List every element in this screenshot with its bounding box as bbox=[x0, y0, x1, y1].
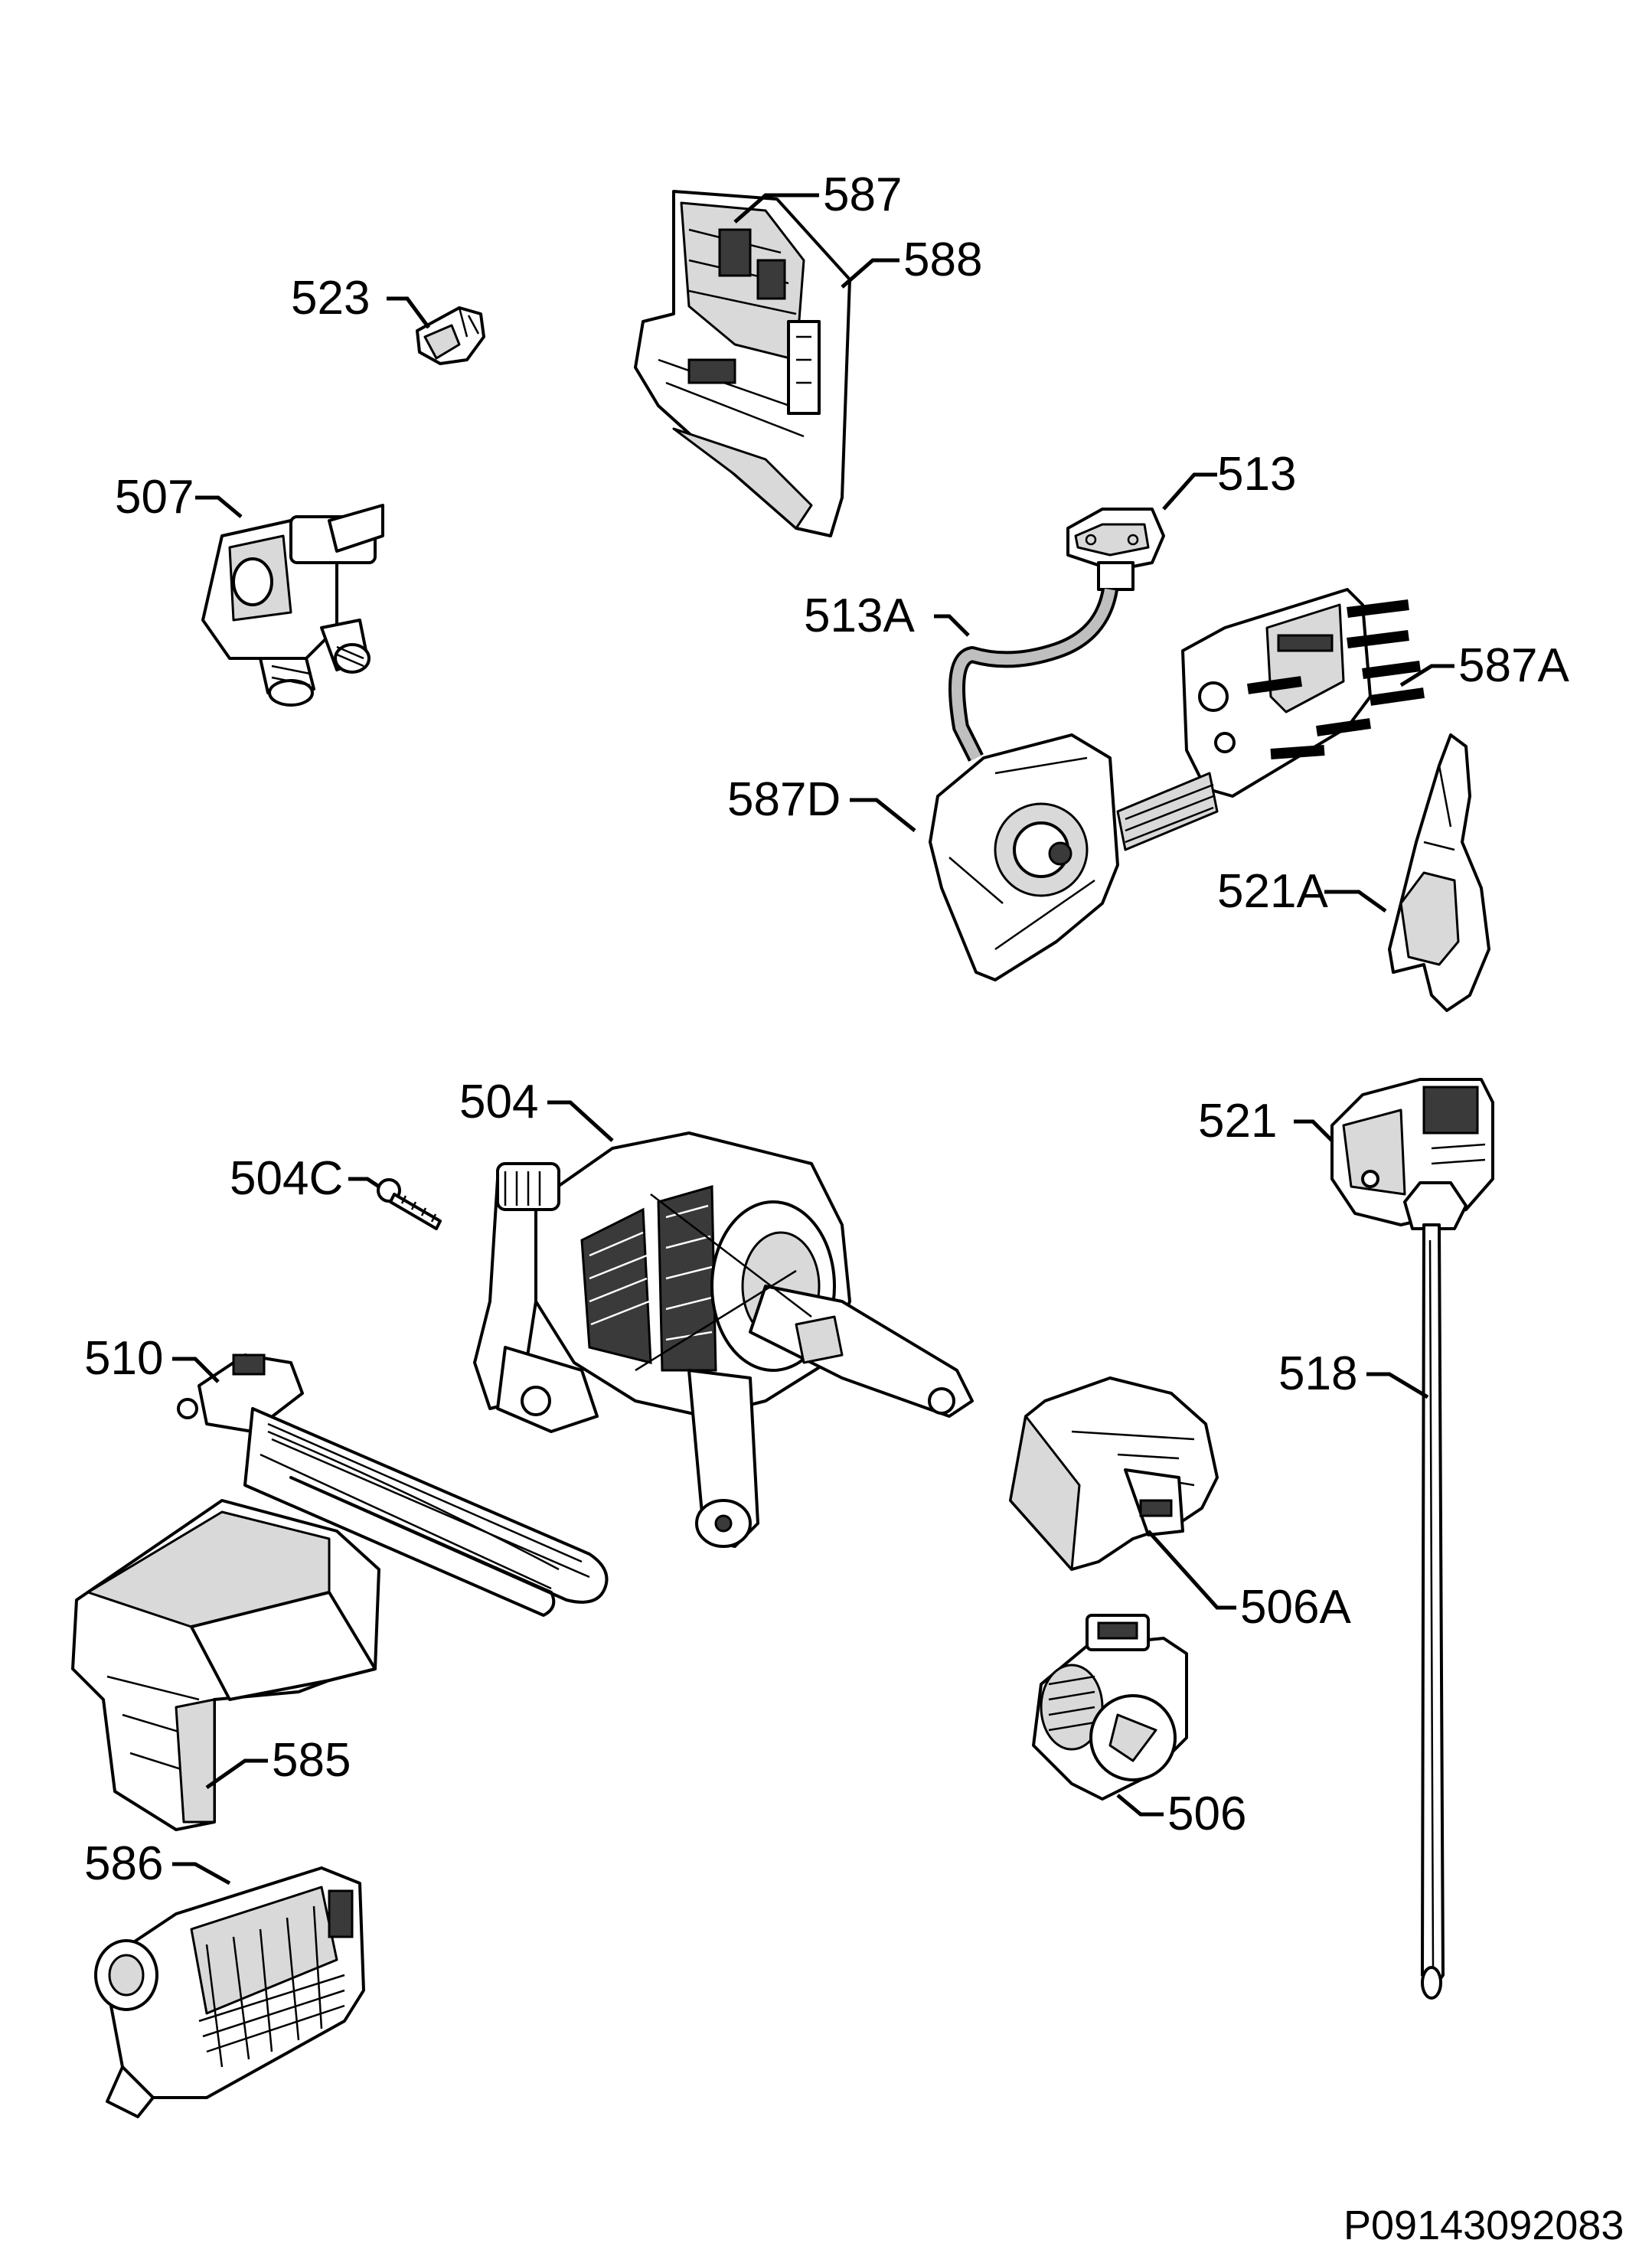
leader-521A bbox=[1324, 890, 1387, 913]
label-506: 506 bbox=[1167, 1788, 1246, 1840]
drawing-code: P09143092083 bbox=[1343, 2202, 1624, 2248]
label-504C: 504C bbox=[230, 1152, 343, 1205]
label-518: 518 bbox=[1278, 1347, 1357, 1400]
label-510: 510 bbox=[84, 1332, 163, 1385]
leader-504 bbox=[547, 1100, 614, 1142]
label-521: 521 bbox=[1198, 1095, 1277, 1148]
leader-587D bbox=[850, 798, 916, 832]
part-513A-hose[interactable] bbox=[948, 587, 1118, 762]
part-587A-filter[interactable] bbox=[1181, 588, 1425, 798]
part-585-heater-cover[interactable] bbox=[71, 1499, 380, 1831]
part-518-rod[interactable] bbox=[1403, 1181, 1468, 2000]
label-507: 507 bbox=[115, 471, 194, 524]
leader-586 bbox=[172, 1862, 231, 1886]
label-586: 586 bbox=[84, 1837, 163, 1890]
part-504C-screw[interactable] bbox=[377, 1178, 442, 1230]
leader-521 bbox=[1294, 1119, 1334, 1142]
label-504: 504 bbox=[459, 1076, 538, 1128]
leader-506A bbox=[1147, 1530, 1236, 1610]
leader-513 bbox=[1162, 472, 1217, 511]
label-587: 587 bbox=[823, 168, 902, 221]
part-523-clip[interactable] bbox=[416, 306, 485, 365]
label-521A: 521A bbox=[1217, 865, 1328, 918]
leader-587A bbox=[1399, 664, 1454, 687]
part-587-588-control-board[interactable] bbox=[634, 190, 851, 537]
part-510-heating-element[interactable] bbox=[177, 1353, 609, 1617]
leader-504C bbox=[348, 1177, 380, 1189]
leader-585 bbox=[205, 1758, 268, 1790]
part-506-drain-pump[interactable] bbox=[1032, 1614, 1188, 1801]
leader-518 bbox=[1366, 1372, 1429, 1399]
part-506A-pump-cover[interactable] bbox=[1009, 1376, 1219, 1571]
leader-506 bbox=[1116, 1794, 1164, 1817]
leader-587 bbox=[733, 193, 819, 224]
part-513-connector[interactable] bbox=[1066, 508, 1165, 591]
label-506A: 506A bbox=[1240, 1581, 1351, 1634]
label-513A: 513A bbox=[804, 589, 915, 642]
part-504-motor[interactable] bbox=[473, 1131, 974, 1548]
part-586-module[interactable] bbox=[94, 1866, 365, 2118]
leader-507 bbox=[195, 495, 243, 518]
part-587D-pressure-module[interactable] bbox=[929, 733, 1219, 981]
leader-523 bbox=[387, 296, 431, 329]
leader-510 bbox=[172, 1357, 220, 1383]
label-587D: 587D bbox=[727, 773, 841, 826]
label-513: 513 bbox=[1217, 448, 1296, 501]
part-507-inlet-valve[interactable] bbox=[201, 504, 384, 707]
leader-588 bbox=[841, 258, 899, 289]
label-588: 588 bbox=[903, 233, 982, 286]
part-521A-lock-cover[interactable] bbox=[1388, 733, 1490, 1012]
label-523: 523 bbox=[291, 272, 370, 325]
label-587A: 587A bbox=[1458, 639, 1569, 692]
label-585: 585 bbox=[272, 1734, 351, 1787]
leader-513A bbox=[934, 614, 970, 637]
